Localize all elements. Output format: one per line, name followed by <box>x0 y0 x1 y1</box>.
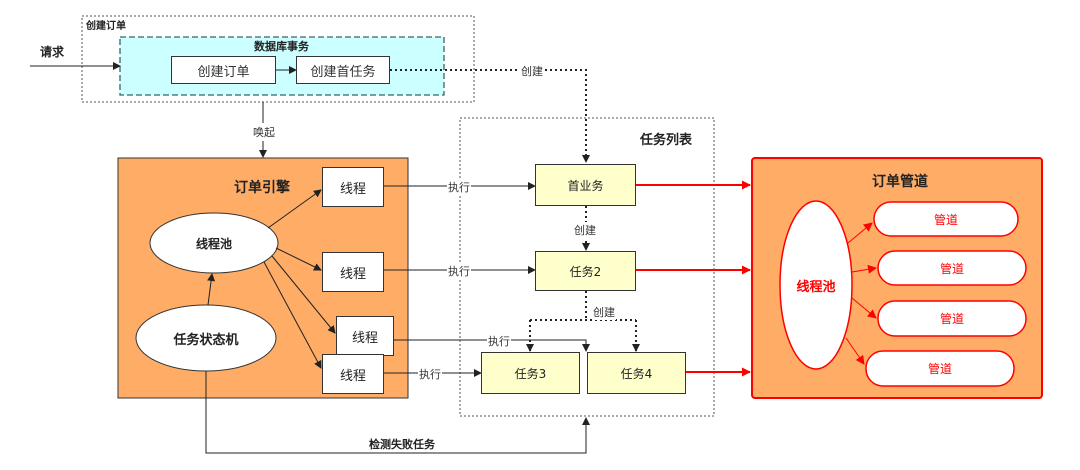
state-machine-label: 任务状态机 <box>173 332 239 348</box>
pipe-arrow-3 <box>851 297 877 319</box>
pool-to-thread-3 <box>271 255 336 334</box>
pool-to-thread-4 <box>263 261 322 369</box>
pipe-arrow-1 <box>847 222 873 244</box>
request-label: 请求 <box>40 45 65 59</box>
task-list-title: 任务列表 <box>640 133 693 148</box>
thread-pool-label: 线程池 <box>195 236 232 251</box>
pipe-arrow-2 <box>851 264 877 274</box>
create-first-task-arrow <box>390 69 590 163</box>
edge-label-detect-failed: 检测失败任务 <box>369 438 435 451</box>
pipe-label-2: 管道 <box>939 261 964 276</box>
edge-label-execute-2: 执行 <box>447 263 471 279</box>
task3-box: 任务3 <box>481 352 580 394</box>
pipe-shape <box>877 300 1027 337</box>
create-order-box: 创建订单 <box>171 56 276 84</box>
pipe-arrow-4 <box>845 337 865 365</box>
pipe-label-3: 管道 <box>939 312 964 326</box>
pipeline-thread-pool-label: 线程池 <box>796 279 836 295</box>
edge-label-create-lower: 创建 <box>592 304 616 320</box>
state-to-pool-arrow <box>207 273 216 306</box>
edge-label-execute-3: 执行 <box>487 333 511 349</box>
edge-label-create-mid: 创建 <box>573 222 597 238</box>
thread-box-2: 线程 <box>322 252 384 292</box>
edge-label-wake-up: 唤起 <box>252 123 276 141</box>
edge-label-create-top: 创建 <box>519 63 545 79</box>
task2-box: 任务2 <box>535 251 636 291</box>
pool-to-thread-2 <box>275 247 322 271</box>
first-task-box: 首业务 <box>535 164 636 206</box>
order-engine-title: 订单引擎 <box>234 180 290 196</box>
thread-box-4: 线程 <box>322 354 384 394</box>
pipe-label-1: 管道 <box>933 212 958 227</box>
edge-label-execute-1: 执行 <box>447 179 471 195</box>
detect-failed-arrow <box>205 371 590 454</box>
pool-to-thread-1 <box>267 189 322 229</box>
thread-pool-ellipse <box>149 212 279 274</box>
execute-arrow-3 <box>394 339 590 352</box>
pipe-shape <box>877 250 1027 286</box>
create-order-frame <box>81 15 475 103</box>
pipe-shape <box>873 201 1019 237</box>
thread-box-1: 线程 <box>322 167 384 207</box>
pipeline-thread-pool-ellipse <box>779 200 853 370</box>
task4-box: 任务4 <box>587 352 686 394</box>
pipe-label-4: 管道 <box>927 362 952 376</box>
edge-label-execute-4: 执行 <box>418 366 442 382</box>
create-order-frame-title: 创建订单 <box>86 21 126 32</box>
pipe-shape <box>865 350 1015 387</box>
order-pipeline-title: 订单管道 <box>872 174 928 190</box>
db-transaction-title: 数据库事务 <box>254 40 309 53</box>
create-first-task-box: 创建首任务 <box>296 56 390 84</box>
thread-box-3: 线程 <box>336 316 394 356</box>
db-transaction-box <box>119 36 445 96</box>
